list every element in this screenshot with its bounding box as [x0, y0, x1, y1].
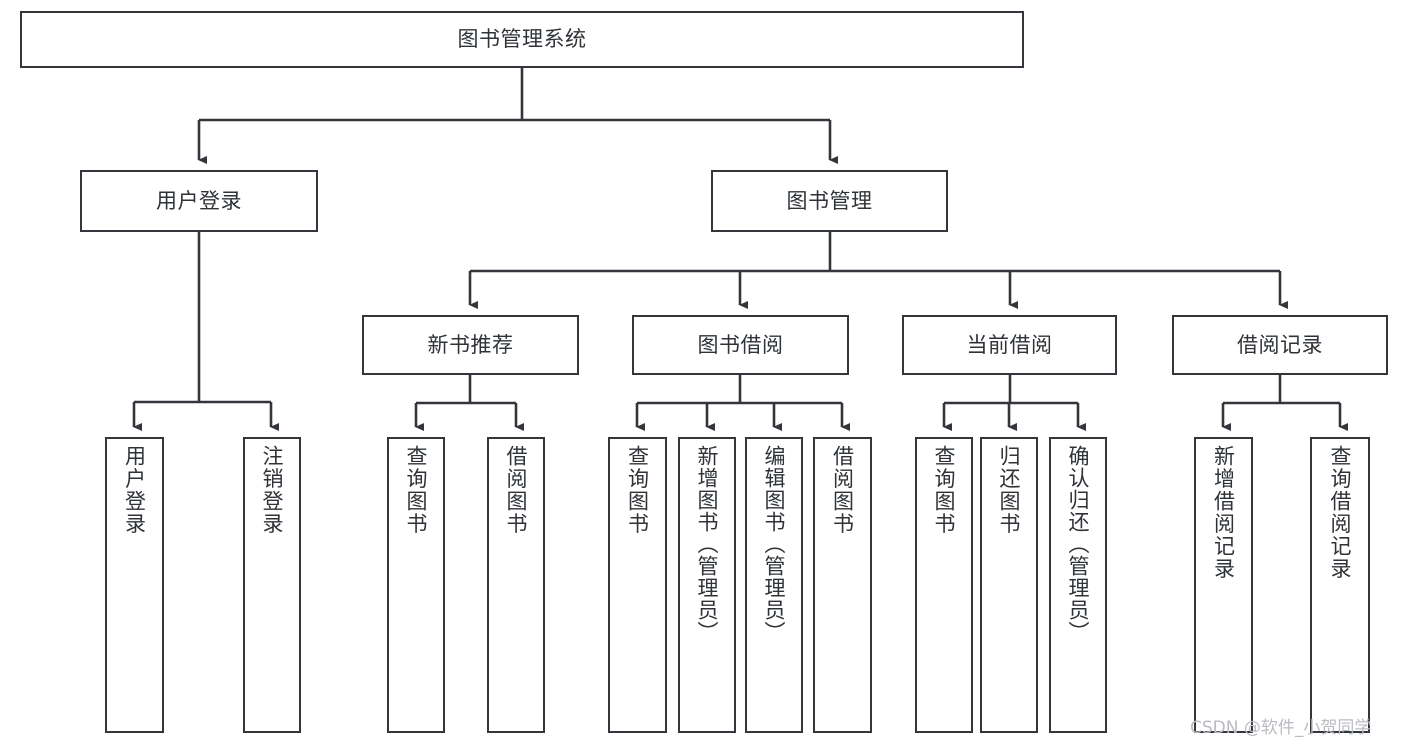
leaf-confirm-return-admin[interactable]: 确认归还（管理员） [1049, 437, 1107, 733]
node-user-login-label: 用户登录 [156, 188, 242, 213]
leaf-query-borrow-record[interactable]: 查询借阅记录 [1310, 437, 1370, 733]
leaf-query-book-recommend-label: 查询图书 [404, 445, 429, 535]
leaf-return-book-label: 归还图书 [997, 445, 1022, 535]
node-book-management-label: 图书管理 [786, 188, 873, 213]
node-borrow-record[interactable]: 借阅记录 [1172, 315, 1388, 375]
leaf-add-borrow-record[interactable]: 新增借阅记录 [1194, 437, 1253, 733]
leaf-query-book-borrow-label: 查询图书 [625, 445, 650, 535]
node-new-book-recommend[interactable]: 新书推荐 [362, 315, 579, 375]
node-new-book-recommend-label: 新书推荐 [427, 332, 514, 357]
node-current-borrow[interactable]: 当前借阅 [902, 315, 1117, 375]
node-root-label: 图书管理系统 [457, 27, 587, 52]
csdn-watermark: CSDN @软件_小贺同学 [1190, 718, 1372, 738]
leaf-borrow-book[interactable]: 借阅图书 [813, 437, 872, 733]
leaf-borrow-book-recommend[interactable]: 借阅图书 [487, 437, 545, 733]
node-user-login[interactable]: 用户登录 [80, 170, 318, 232]
leaf-query-book-current[interactable]: 查询图书 [915, 437, 973, 733]
leaf-add-borrow-record-label: 新增借阅记录 [1211, 445, 1236, 580]
leaf-return-book[interactable]: 归还图书 [980, 437, 1038, 733]
node-book-borrow-label: 图书借阅 [697, 332, 784, 357]
leaf-logout-label: 注销登录 [260, 445, 285, 535]
leaf-logout[interactable]: 注销登录 [243, 437, 301, 733]
leaf-borrow-book-recommend-label: 借阅图书 [504, 445, 529, 535]
leaf-query-borrow-record-label: 查询借阅记录 [1328, 445, 1353, 580]
node-book-borrow[interactable]: 图书借阅 [632, 315, 849, 375]
leaf-query-book-recommend[interactable]: 查询图书 [387, 437, 445, 733]
node-book-management[interactable]: 图书管理 [711, 170, 948, 232]
leaf-query-book-borrow[interactable]: 查询图书 [608, 437, 667, 733]
leaf-user-login-label: 用户登录 [122, 445, 147, 535]
leaf-add-book-admin[interactable]: 新增图书（管理员） [678, 437, 736, 733]
leaf-edit-book-admin-label: 编辑图书（管理员） [762, 445, 787, 643]
node-root[interactable]: 图书管理系统 [20, 11, 1024, 68]
leaf-borrow-book-label: 借阅图书 [830, 445, 855, 535]
leaf-add-book-admin-label: 新增图书（管理员） [695, 445, 720, 643]
leaf-user-login[interactable]: 用户登录 [105, 437, 164, 733]
leaf-confirm-return-admin-label: 确认归还（管理员） [1066, 445, 1091, 643]
leaf-edit-book-admin[interactable]: 编辑图书（管理员） [745, 437, 803, 733]
node-borrow-record-label: 借阅记录 [1237, 332, 1323, 357]
node-current-borrow-label: 当前借阅 [966, 332, 1053, 357]
leaf-query-book-current-label: 查询图书 [932, 445, 957, 535]
